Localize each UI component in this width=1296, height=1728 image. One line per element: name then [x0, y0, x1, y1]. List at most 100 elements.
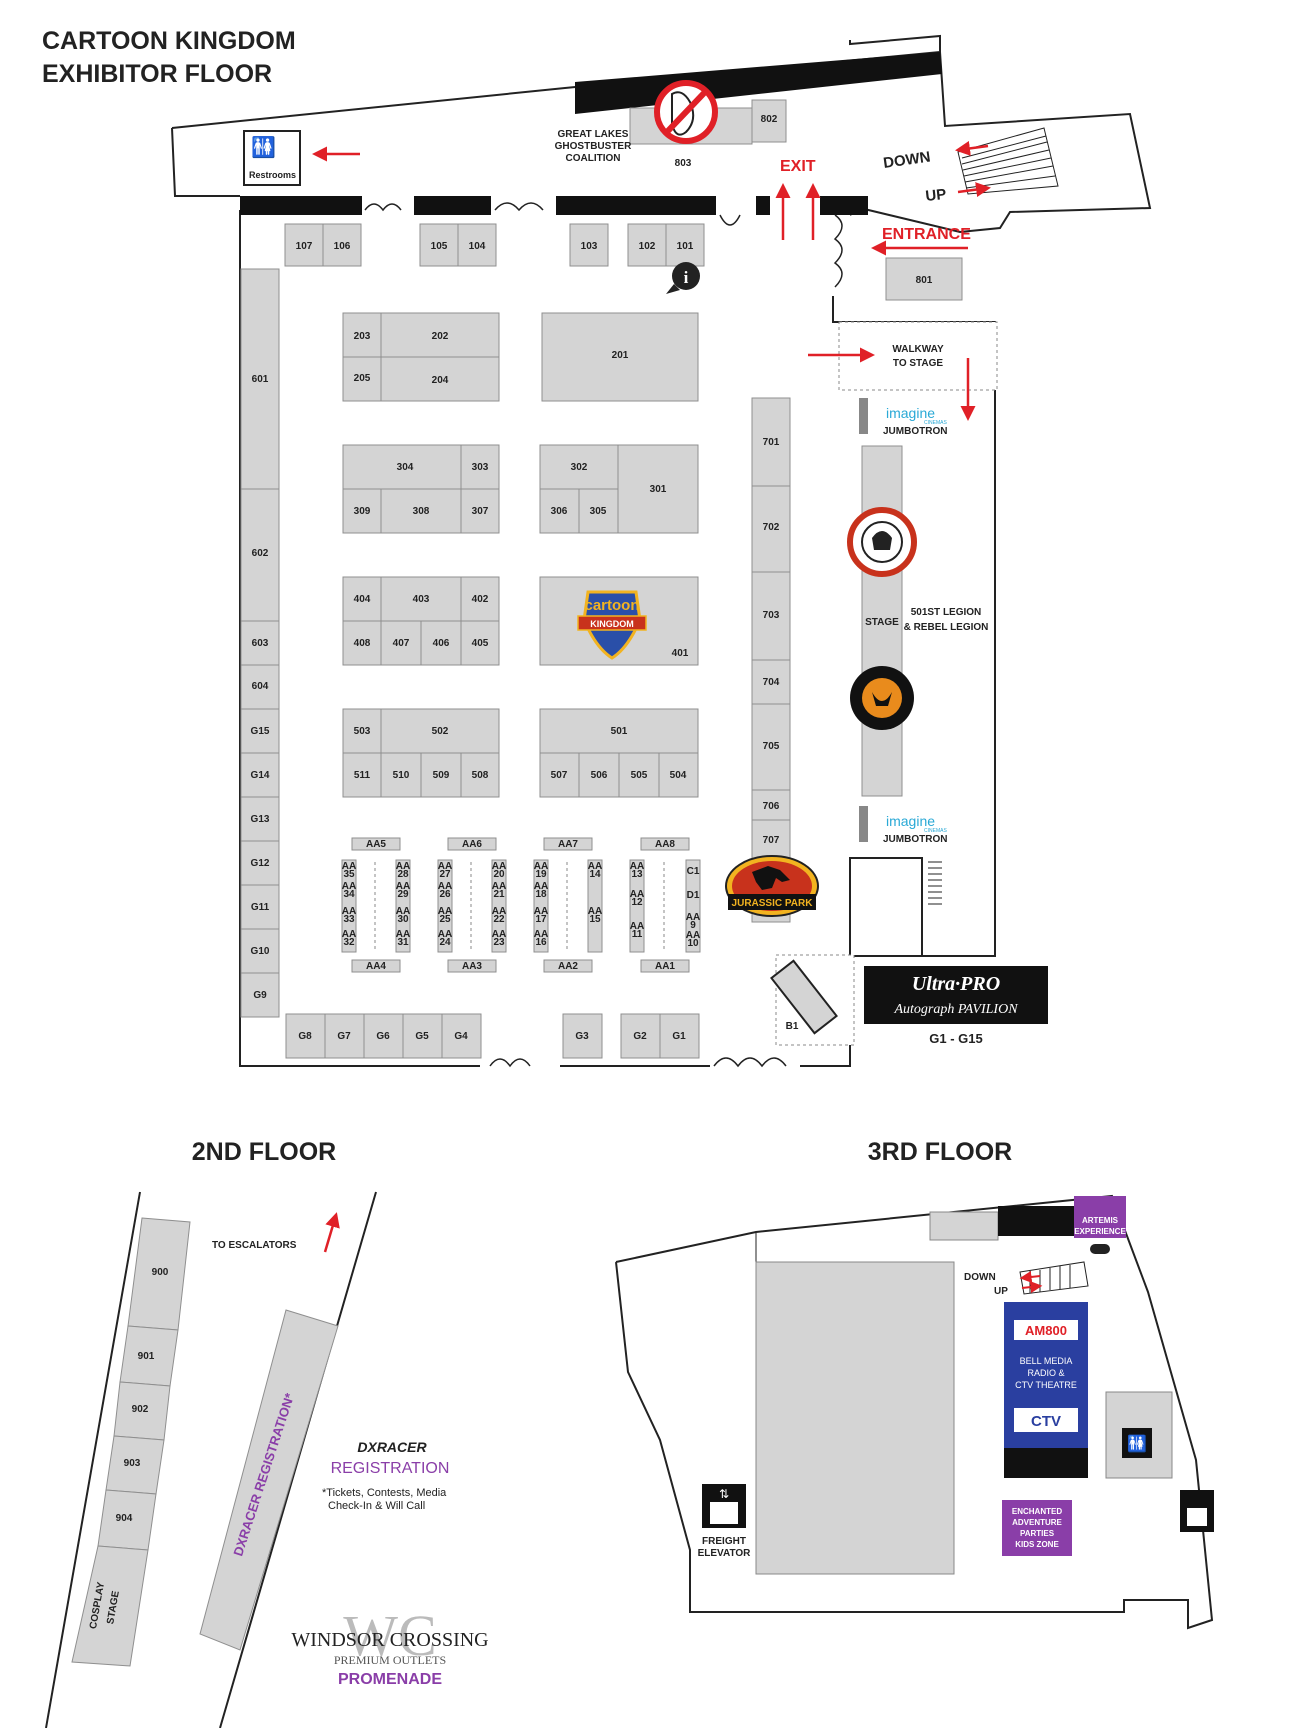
booth-903[interactable]: 903	[105, 1435, 165, 1495]
booth-801[interactable]: 801	[885, 257, 963, 301]
booth-201[interactable]: 201	[541, 312, 699, 402]
booth-106[interactable]: 106	[322, 223, 362, 267]
booth-405[interactable]: 405	[460, 620, 500, 666]
main-stage[interactable]: STAGE	[861, 445, 903, 797]
booth-507[interactable]: 507	[539, 752, 580, 798]
booth-701[interactable]: 701	[751, 397, 791, 487]
booth-508[interactable]: 508	[460, 752, 500, 798]
booth-g4[interactable]: G4	[441, 1013, 482, 1059]
booth-g10[interactable]: G10	[240, 928, 280, 974]
dxracer-registration-area[interactable]: DXRACER REGISTRATION*	[199, 1309, 339, 1651]
aa1-table[interactable]: AA1	[640, 959, 690, 973]
aa3-table[interactable]: AA3	[447, 959, 497, 973]
svg-text:202: 202	[432, 331, 449, 342]
aa4-table[interactable]: AA4	[351, 959, 401, 973]
booth-703[interactable]: 703	[751, 571, 791, 661]
booth-404[interactable]: 404	[342, 576, 382, 622]
booth-305[interactable]: 305	[578, 488, 619, 534]
booth-408[interactable]: 408	[342, 620, 382, 666]
booth-705[interactable]: 705	[751, 703, 791, 791]
aa6-table[interactable]: AA6	[447, 837, 497, 851]
booth-304[interactable]: 304	[342, 444, 462, 490]
cosplay-stage[interactable]: COSPLAY STAGE	[71, 1545, 149, 1667]
booth-406[interactable]: 406	[420, 620, 462, 666]
booth-g9[interactable]: G9	[240, 972, 280, 1018]
booth-505[interactable]: 505	[618, 752, 660, 798]
booth-402[interactable]: 402	[460, 576, 500, 622]
booth-103[interactable]: 103	[569, 223, 609, 267]
svg-text:33: 33	[343, 914, 355, 925]
booth-601[interactable]: 601	[240, 268, 280, 490]
booth-902[interactable]: 902	[113, 1381, 171, 1441]
booth-504[interactable]: 504	[658, 752, 699, 798]
artemis-experience[interactable]: ARTEMIS EXPERIENCE	[1074, 1196, 1126, 1238]
svg-text:304: 304	[397, 462, 414, 473]
aa8-table[interactable]: AA8	[640, 837, 690, 851]
booth-203[interactable]: 203	[342, 312, 382, 358]
second-floor-booths: 900 901 902 903 904 COSPLAY STAGE DXRACE…	[71, 1217, 339, 1667]
booth-204[interactable]: 204	[380, 356, 500, 402]
booth-501[interactable]: 501	[539, 708, 699, 754]
booth-309[interactable]: 309	[342, 488, 382, 534]
booth-b1[interactable]: B1	[770, 954, 855, 1046]
booth-702[interactable]: 702	[751, 485, 791, 573]
booth-509[interactable]: 509	[420, 752, 462, 798]
booth-g5[interactable]: G5	[402, 1013, 443, 1059]
aa5-table[interactable]: AA5	[351, 837, 401, 851]
booth-g3[interactable]: G3	[562, 1013, 603, 1059]
bell-media-theatre[interactable]: AM800 BELL MEDIA RADIO & CTV THEATRE CTV	[1004, 1302, 1088, 1478]
booth-303[interactable]: 303	[460, 444, 500, 490]
booth-308[interactable]: 308	[380, 488, 462, 534]
booth-407[interactable]: 407	[380, 620, 422, 666]
booth-510[interactable]: 510	[380, 752, 422, 798]
booth-107[interactable]: 107	[284, 223, 324, 267]
booth-g12[interactable]: G12	[240, 840, 280, 886]
booth-104[interactable]: 104	[457, 223, 497, 267]
booth-900[interactable]: 900	[127, 1217, 191, 1331]
booth-g13[interactable]: G13	[240, 796, 280, 842]
booth-704[interactable]: 704	[751, 659, 791, 705]
booth-904[interactable]: 904	[97, 1489, 157, 1551]
booth-403[interactable]: 403	[380, 576, 462, 622]
booth-706[interactable]: 706	[751, 789, 791, 821]
aa7-table[interactable]: AA7	[543, 837, 593, 851]
booth-205[interactable]: 205	[342, 356, 382, 402]
booth-603[interactable]: 603	[240, 620, 280, 666]
booth-202[interactable]: 202	[380, 312, 500, 358]
booth-301[interactable]: 301	[617, 444, 699, 534]
booth-302[interactable]: 302	[539, 444, 619, 490]
booth-306[interactable]: 306	[539, 488, 580, 534]
booth-604[interactable]: 604	[240, 664, 280, 710]
aa2-table[interactable]: AA2	[543, 959, 593, 973]
booth-g15[interactable]: G15	[240, 708, 280, 754]
booth-802[interactable]: 802	[751, 99, 787, 143]
info-icon[interactable]: i	[666, 262, 700, 294]
booth-602[interactable]: 602	[240, 488, 280, 622]
booth-g11[interactable]: G11	[240, 884, 280, 930]
booth-g8[interactable]: G8	[285, 1013, 326, 1059]
booth-502[interactable]: 502	[380, 708, 500, 754]
booth-g14[interactable]: G14	[240, 752, 280, 798]
booth-g7[interactable]: G7	[324, 1013, 365, 1059]
enchanted-adventure-kids-zone[interactable]: ENCHANTED ADVENTURE PARTIES KIDS ZONE	[1002, 1500, 1072, 1556]
booth-503[interactable]: 503	[342, 708, 382, 754]
svg-text:803: 803	[675, 158, 692, 169]
booth-901[interactable]: 901	[119, 1325, 179, 1387]
booth-g1[interactable]: G1	[659, 1013, 700, 1059]
booth-101[interactable]: 101	[665, 223, 705, 267]
booth-g6[interactable]: G6	[363, 1013, 404, 1059]
booth-105[interactable]: 105	[419, 223, 459, 267]
booth-511[interactable]: 511	[342, 752, 382, 798]
booth-g2[interactable]: G2	[620, 1013, 661, 1059]
booth-506[interactable]: 506	[578, 752, 620, 798]
booth-102[interactable]: 102	[627, 223, 667, 267]
booth-307[interactable]: 307	[460, 488, 500, 534]
